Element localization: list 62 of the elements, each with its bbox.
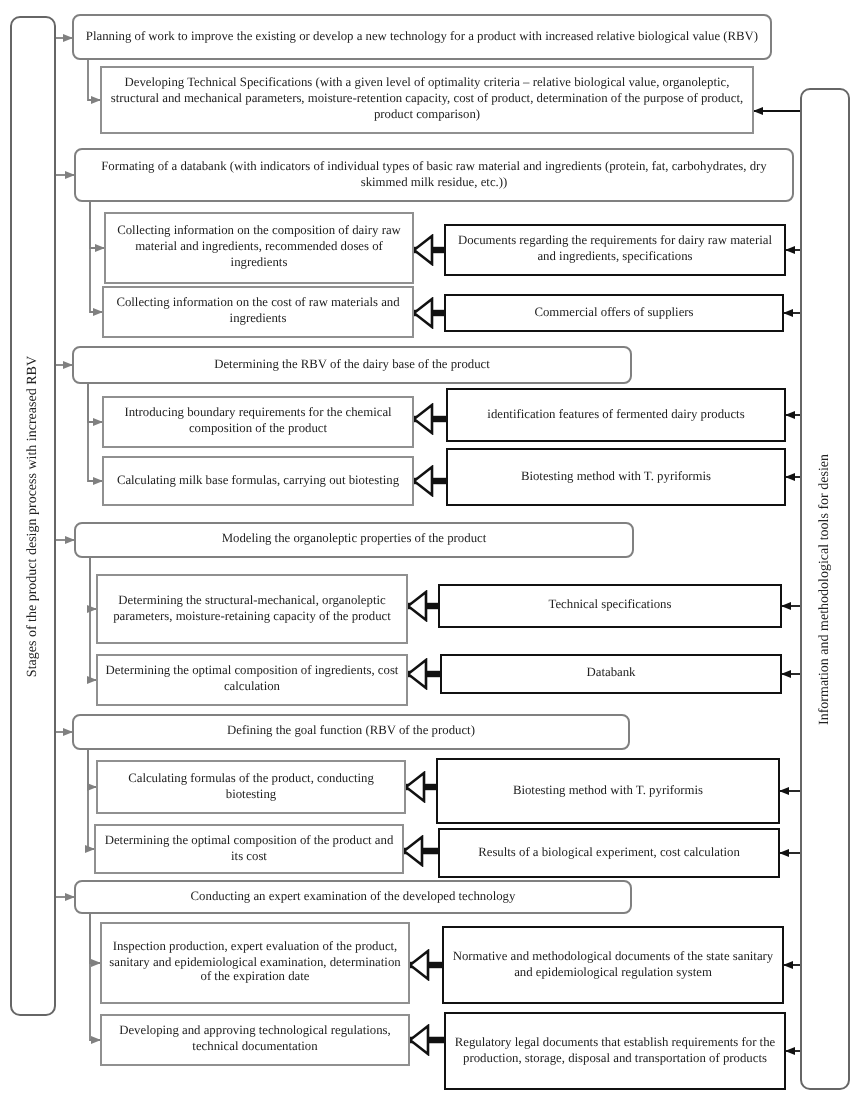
stage-box	[74, 880, 632, 914]
arrow	[781, 602, 801, 610]
source-box	[444, 224, 786, 276]
arrow	[55, 728, 73, 736]
arrow	[55, 171, 75, 179]
source-box	[446, 388, 786, 442]
step-box	[96, 760, 406, 814]
stage-box	[72, 14, 772, 60]
block-arrow	[408, 949, 442, 981]
block-arrow	[404, 771, 436, 803]
stage-box	[74, 148, 794, 202]
step-box	[96, 574, 408, 644]
arrow	[89, 913, 101, 1044]
source-box	[446, 448, 786, 506]
source-box	[438, 828, 780, 878]
block-arrow	[402, 835, 438, 867]
arrow	[781, 670, 801, 678]
source-box	[436, 758, 780, 824]
source-box	[442, 926, 784, 1004]
stage-box	[74, 522, 634, 558]
source-box	[440, 654, 782, 694]
step-box	[100, 66, 754, 134]
arrow	[85, 749, 95, 853]
arrow	[783, 309, 801, 317]
stage-box	[72, 346, 632, 384]
arrow	[779, 787, 801, 795]
step-box	[100, 1014, 410, 1066]
step-box	[102, 456, 414, 506]
block-arrow	[412, 297, 444, 329]
arrow	[87, 557, 97, 684]
arrow	[55, 536, 75, 544]
arrow	[55, 34, 73, 42]
step-box	[96, 654, 408, 706]
step-box	[104, 212, 414, 284]
block-arrow	[412, 234, 444, 266]
step-box	[102, 286, 414, 338]
source-box	[438, 584, 782, 628]
stage-box	[72, 714, 630, 750]
step-box	[94, 824, 404, 874]
block-arrow	[412, 403, 446, 435]
arrow	[89, 201, 103, 316]
step-box	[102, 396, 414, 448]
arrow	[55, 893, 75, 901]
side-panel	[10, 16, 56, 1016]
arrow	[785, 411, 801, 419]
arrow	[785, 1047, 801, 1055]
block-arrow	[408, 1024, 444, 1056]
block-arrow	[406, 590, 438, 622]
arrow	[785, 473, 801, 481]
arrow	[55, 361, 73, 369]
arrow	[753, 107, 801, 115]
arrow	[87, 383, 103, 485]
block-arrow	[412, 465, 446, 497]
source-box	[444, 294, 784, 332]
side-panel	[800, 88, 850, 1090]
block-arrow	[406, 658, 440, 690]
arrow	[783, 961, 801, 969]
arrow	[785, 246, 801, 254]
arrow	[779, 849, 801, 857]
arrow	[87, 59, 101, 104]
step-box	[100, 922, 410, 1004]
source-box	[444, 1012, 786, 1090]
